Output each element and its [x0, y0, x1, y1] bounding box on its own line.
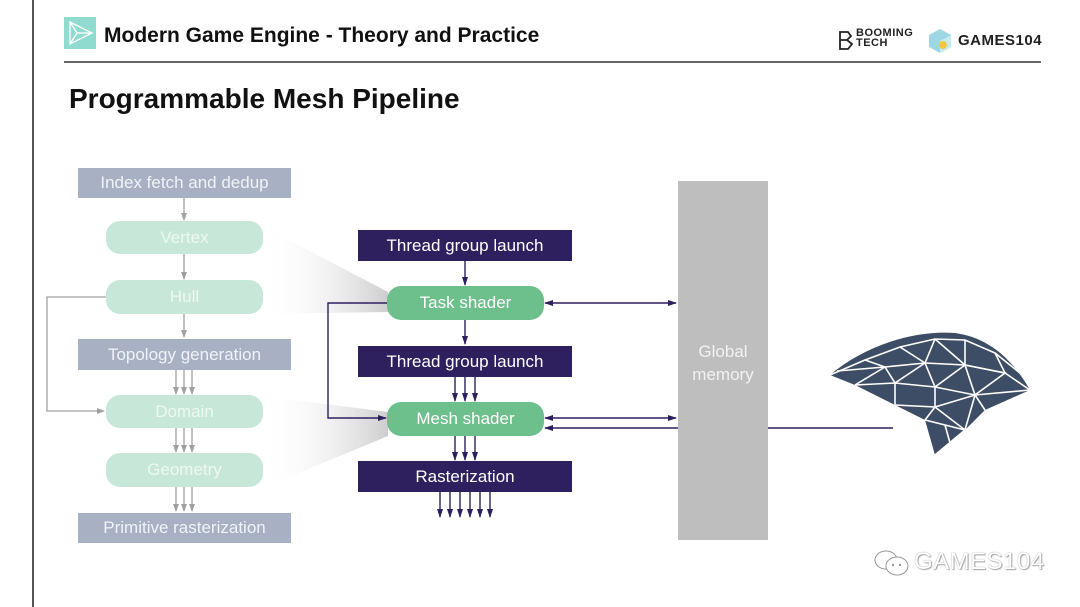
stage-vertex: Vertex [106, 221, 263, 254]
slide-title: Programmable Mesh Pipeline [69, 83, 460, 114]
stage-geometry: Geometry [106, 453, 263, 487]
triangle-mesh-illustration [829, 332, 1031, 456]
wechat-icon [874, 550, 909, 576]
stage-topology-generation: Topology generation [78, 339, 291, 370]
stage-thread-group-launch-2: Thread group launch [358, 346, 572, 377]
header-divider [64, 61, 1041, 63]
stage-task-shader: Task shader [387, 286, 544, 320]
booming-line1: BOOMING [856, 27, 914, 39]
games104-cube-icon [929, 29, 951, 53]
legacy-arrows [46, 198, 195, 512]
global-memory-label: Global memory [678, 340, 768, 386]
global-memory-block [678, 181, 768, 540]
booming-line2: TECH [856, 37, 888, 49]
stage-index-fetch: Index fetch and dedup [78, 168, 291, 198]
booming-tech-logo: BOOMING TECH [838, 27, 914, 50]
stage-thread-group-launch-1: Thread group launch [358, 230, 572, 261]
global-memory-line1: Global [698, 342, 748, 361]
left-border-rule [32, 0, 34, 607]
stage-hull: Hull [106, 280, 263, 314]
global-memory-line2: memory [692, 365, 754, 384]
course-title: Modern Game Engine - Theory and Practice [104, 24, 540, 47]
mesh-shader-funnel [262, 396, 388, 488]
stage-rasterization: Rasterization [358, 461, 572, 492]
course-logo-icon [64, 17, 96, 49]
booming-logo-icon [839, 31, 854, 50]
stage-mesh-shader: Mesh shader [387, 402, 544, 436]
stage-domain: Domain [106, 395, 263, 428]
task-shader-funnel [262, 226, 388, 314]
games104-logo-text: GAMES104 [958, 32, 1043, 49]
footer-watermark: GAMES104 [914, 548, 1045, 575]
stage-primitive-rasterization: Primitive rasterization [78, 513, 291, 543]
